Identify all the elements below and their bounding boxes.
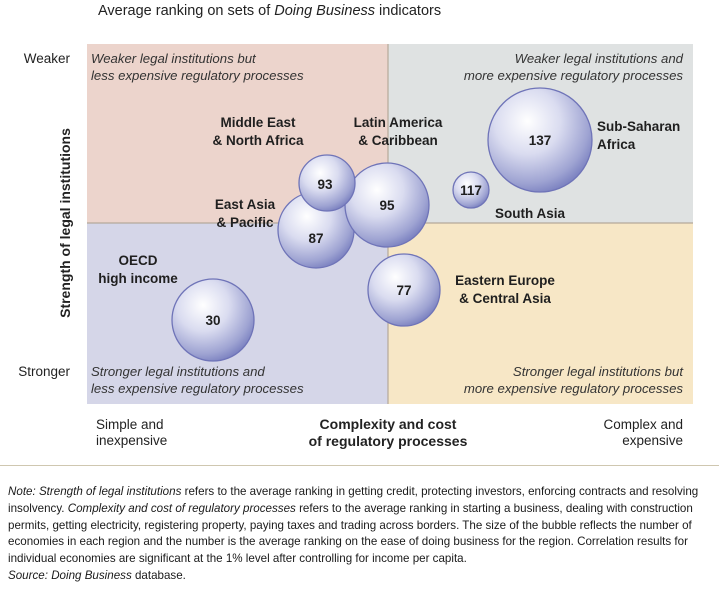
bubble-value-middle-east-north-africa: 93 <box>317 177 333 192</box>
bubble-oecd-high-income <box>171 278 255 362</box>
region-label-eastern-europe-central-asia: Eastern Europe& Central Asia <box>455 273 555 306</box>
bubble-value-latin-america-caribbean: 95 <box>379 198 395 213</box>
bubble-middle-east-north-africa <box>298 154 356 212</box>
quadrant-top-left-caption-2: less expensive regulatory processes <box>91 68 304 83</box>
bubble-eastern-europe-central-asia <box>367 253 441 327</box>
quadrant-bottom-right <box>388 223 693 404</box>
figure-note: Note: Strength of legal institutions ref… <box>8 484 708 585</box>
x-axis-title-1: Complexity and cost <box>320 416 457 432</box>
bubble-chart: Average ranking on sets of Doing Busines… <box>18 3 693 449</box>
quadrant-top-left-caption-1: Weaker legal institutions but <box>91 51 257 66</box>
region-label-middle-east-north-africa: Middle East& North Africa <box>212 115 303 148</box>
quadrant-bottom-left-caption-2: less expensive regulatory processes <box>91 381 304 396</box>
bubble-value-eastern-europe-central-asia: 77 <box>396 283 411 298</box>
x-right-label-2: expensive <box>622 433 683 448</box>
region-label-latin-america-caribbean: Latin America& Caribbean <box>354 115 443 148</box>
bubble-south-asia <box>452 171 490 209</box>
y-axis-title: Strength of legal institutions <box>57 128 73 318</box>
y-bottom-label: Stronger <box>18 364 70 379</box>
quadrant-bottom-right-caption-2: more expensive regulatory processes <box>464 381 684 396</box>
quadrant-bottom-left-caption-1: Stronger legal institutions and <box>91 364 265 379</box>
note-text: Note: Strength of legal institutions ref… <box>8 485 699 566</box>
bubble-value-oecd-high-income: 30 <box>205 313 220 328</box>
quadrant-top-right-caption-1: Weaker legal institutions and <box>515 51 684 66</box>
bubble-sub-saharan-africa <box>487 87 593 193</box>
note-divider <box>0 465 719 466</box>
y-top-label: Weaker <box>24 51 71 66</box>
bubble-value-sub-saharan-africa: 137 <box>529 133 552 148</box>
x-left-label-2: inexpensive <box>96 433 167 448</box>
source-text: Source: Doing Business database. <box>8 568 186 582</box>
chart-title: Average ranking on sets of Doing Busines… <box>98 3 441 19</box>
quadrant-top-right-caption-2: more expensive regulatory processes <box>464 68 684 83</box>
bubbles-layer: 137 117 87 95 93 77 30 <box>171 87 593 362</box>
x-axis-title-2: of regulatory processes <box>309 433 468 449</box>
region-label-south-asia: South Asia <box>495 206 565 221</box>
bubble-value-south-asia: 117 <box>460 183 482 198</box>
quadrant-bottom-right-caption-1: Stronger legal institutions but <box>513 364 684 379</box>
bubble-value-east-asia-pacific: 87 <box>308 231 323 246</box>
region-label-east-asia-pacific: East Asia& Pacific <box>215 197 276 230</box>
x-right-label-1: Complex and <box>603 417 683 432</box>
x-left-label-1: Simple and <box>96 417 164 432</box>
